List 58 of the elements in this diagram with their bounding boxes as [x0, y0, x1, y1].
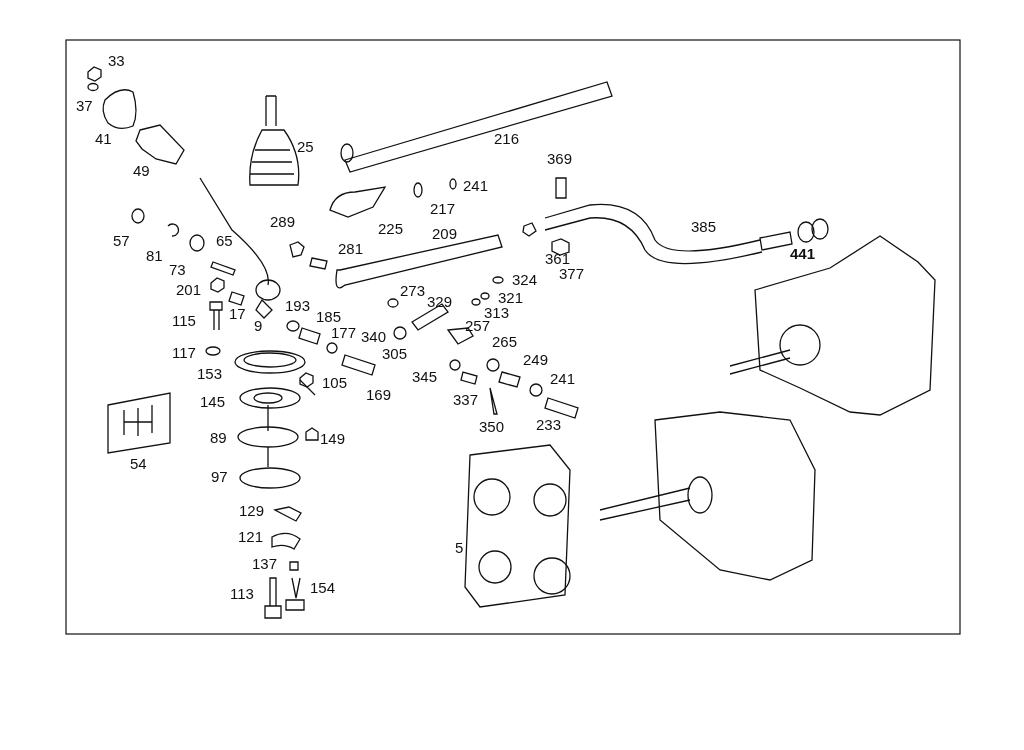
callout-number: 441 [790, 246, 816, 262]
callout-number: 81 [146, 248, 163, 264]
callout-number: 185 [316, 309, 342, 325]
callout-number: 17 [229, 306, 246, 322]
callout-number: 177 [331, 325, 357, 341]
callout-number: 345 [412, 369, 438, 385]
callout-number: 193 [285, 298, 311, 314]
callout-number: 281 [338, 241, 364, 257]
callout-number: 249 [523, 352, 549, 368]
callout-number: 324 [512, 272, 538, 288]
callout-number: 113 [230, 586, 254, 602]
callout-number: 329 [427, 294, 453, 310]
callout-number: 217 [430, 201, 456, 217]
callout-number: 257 [465, 318, 491, 334]
callout-number: 73 [169, 262, 186, 278]
callout-number: 377 [559, 266, 585, 282]
callout-number: 289 [270, 214, 296, 230]
callout-number: 216 [494, 131, 520, 147]
callout-number: 25 [297, 139, 314, 155]
callout-number: 49 [133, 163, 150, 179]
callout-number: 97 [211, 469, 228, 485]
callout-number: 169 [366, 387, 392, 403]
callout-number: 241 [463, 178, 489, 194]
callout-number: 137 [252, 556, 278, 572]
callout-number: 89 [210, 430, 227, 446]
callout-number: 121 [238, 529, 264, 545]
callout-number: 369 [547, 151, 573, 167]
callout-number: 265 [492, 334, 518, 350]
callout-number: 337 [453, 392, 479, 408]
callout-number: 361 [545, 251, 571, 267]
callout-number: 105 [322, 375, 348, 391]
callout-number: 129 [239, 503, 265, 519]
callout-number: 145 [200, 394, 226, 410]
callout-number: 149 [320, 431, 346, 447]
callout-number: 5 [455, 540, 464, 556]
callout-number: 350 [479, 419, 505, 435]
callout-number: 37 [76, 98, 93, 114]
callout-number: 154 [310, 580, 336, 596]
callout-number: 209 [432, 226, 458, 242]
callout-number: 385 [691, 219, 717, 235]
callout-number: 340 [361, 329, 387, 345]
callout-number: 273 [400, 283, 426, 299]
callout-number: 305 [382, 346, 408, 362]
callout-number: 9 [254, 318, 263, 334]
callout-number: 54 [130, 456, 147, 472]
callout-number: 33 [108, 53, 125, 69]
callout-number: 57 [113, 233, 130, 249]
callout-number: 41 [95, 131, 112, 147]
callout-number: 225 [378, 221, 404, 237]
callout-number: 321 [498, 290, 524, 306]
callout-number: 115 [172, 313, 196, 329]
callout-number: 201 [176, 282, 202, 298]
callout-number: 241 [550, 371, 576, 387]
callout-number: 233 [536, 417, 562, 433]
callout-number: 313 [484, 305, 510, 321]
callout-number: 117 [172, 345, 196, 361]
callout-number: 153 [197, 366, 223, 382]
callout-number: 65 [216, 233, 233, 249]
